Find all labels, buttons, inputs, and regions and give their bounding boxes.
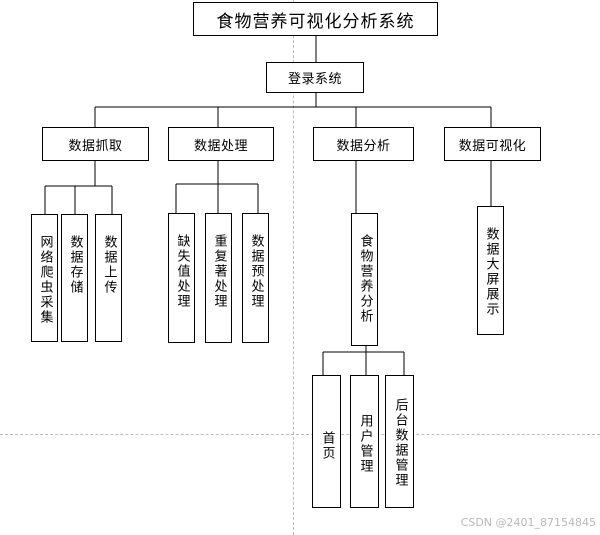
- analysis-subitem-label: 首页: [319, 431, 335, 461]
- module-visual-label: 数据可视化: [458, 138, 527, 154]
- analysis-item-food-nutrition: 食物营养分析: [351, 213, 378, 346]
- login-system-label: 登录系统: [287, 72, 342, 87]
- module-analysis-label: 数据分析: [336, 138, 391, 154]
- crawl-item-label: 网络爬虫采集: [37, 235, 53, 325]
- module-analysis-box: 数据分析: [313, 127, 414, 161]
- module-process-box: 数据处理: [168, 127, 274, 161]
- module-process-label: 数据处理: [193, 138, 248, 154]
- process-item-preprocess: 数据预处理: [242, 213, 269, 343]
- analysis-subitem-label: 用户管理: [357, 414, 373, 474]
- crawl-item-web-crawler: 网络爬虫采集: [31, 214, 58, 342]
- crawl-item-label: 数据存储: [67, 235, 83, 295]
- visual-item-label: 数据大屏展示: [483, 227, 499, 317]
- crawl-item-storage: 数据存储: [61, 214, 88, 342]
- dashed-guide-horizontal: [0, 434, 600, 435]
- process-item-label: 重复著处理: [211, 234, 227, 309]
- process-item-label: 缺失值处理: [174, 234, 190, 309]
- analysis-subitem-home: 首页: [312, 375, 341, 508]
- login-system-box: 登录系统: [266, 62, 364, 93]
- crawl-item-upload: 数据上传: [95, 214, 122, 342]
- crawl-item-label: 数据上传: [101, 235, 117, 295]
- analysis-subitem-user-management: 用户管理: [350, 375, 379, 508]
- visual-item-big-screen: 数据大屏展示: [477, 206, 504, 335]
- system-title: 食物营养可视化分析系统: [216, 11, 415, 32]
- module-crawl-label: 数据抓取: [68, 138, 123, 154]
- watermark-text: CSDN @2401_87154845: [460, 516, 596, 529]
- analysis-item-label: 食物营养分析: [357, 234, 373, 324]
- dashed-guide-vertical: [293, 0, 294, 535]
- module-visual-box: 数据可视化: [444, 127, 541, 161]
- process-item-duplicates: 重复著处理: [205, 213, 232, 343]
- system-title-box: 食物营养可视化分析系统: [193, 2, 438, 36]
- analysis-subitem-backend-data-management: 后台数据管理: [385, 375, 414, 508]
- process-item-missing-values: 缺失值处理: [168, 213, 195, 343]
- process-item-label: 数据预处理: [248, 234, 264, 309]
- module-crawl-box: 数据抓取: [42, 127, 149, 161]
- analysis-subitem-label: 后台数据管理: [392, 398, 408, 488]
